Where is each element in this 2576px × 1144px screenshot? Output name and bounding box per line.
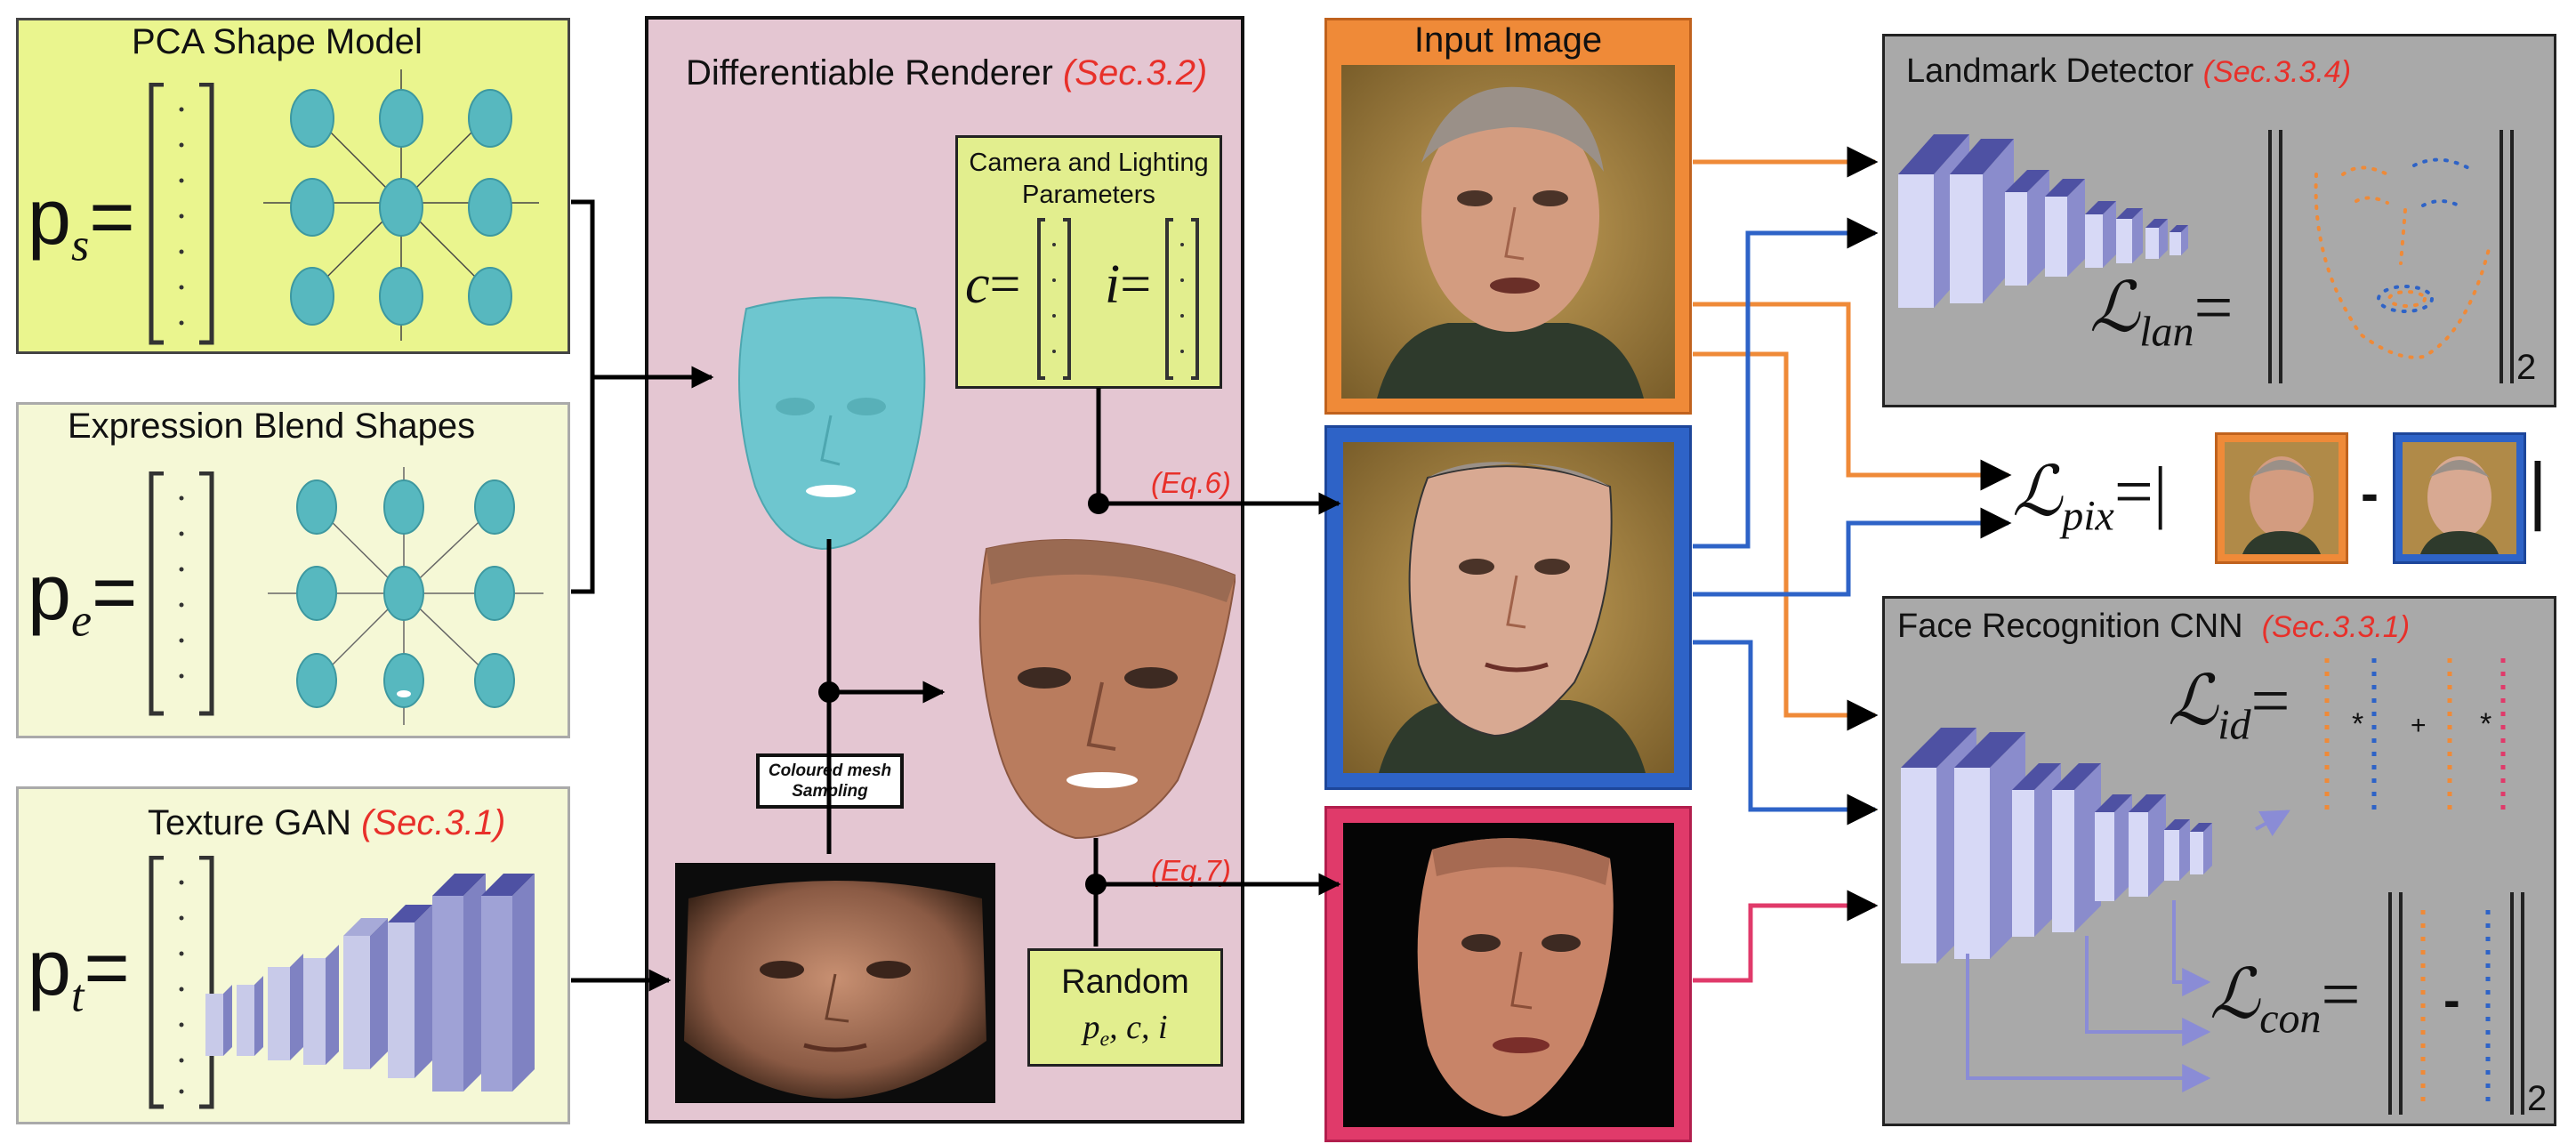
cnn-to-con-arrow-1	[2174, 900, 2208, 982]
ps-pe-connector	[571, 202, 592, 592]
random-to-facerec-arrow	[1693, 906, 1875, 980]
input-to-pix-arrow	[1693, 304, 2008, 475]
render-to-pix-arrow	[1693, 523, 2008, 594]
cnn-to-id-arrow	[2256, 811, 2288, 829]
